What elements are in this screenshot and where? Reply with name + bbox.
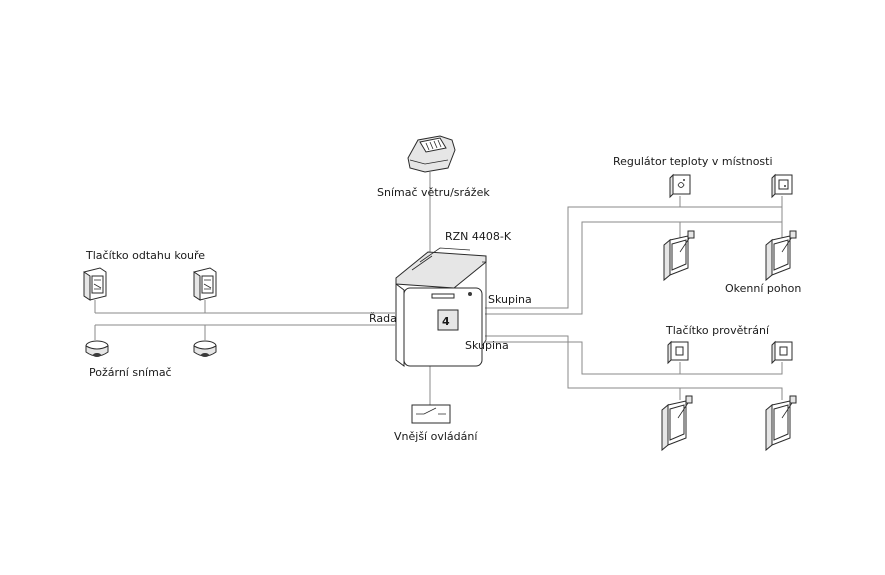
wires bbox=[94, 172, 783, 405]
fire-sensor-label: Požární snímač bbox=[89, 366, 172, 379]
ventilation-button-label: Tlačítko provětrání bbox=[665, 324, 770, 337]
temp-regulator-1-icon bbox=[669, 173, 691, 199]
window-drive-label: Okenní pohon bbox=[725, 282, 801, 295]
group-bottom-label: Skupina bbox=[465, 339, 509, 352]
wind-rain-sensor-icon bbox=[407, 135, 456, 173]
controller-label: RZN 4408-K bbox=[445, 230, 512, 243]
controller-logo: 4 bbox=[442, 315, 450, 328]
smoke-button-2-icon bbox=[193, 267, 217, 301]
bottom-group-wire-a bbox=[485, 335, 783, 400]
controller-unit bbox=[395, 247, 487, 367]
ventilation-button-1-icon bbox=[667, 340, 689, 365]
room-temp-regulator-label: Regulátor teploty v místnosti bbox=[613, 155, 773, 168]
window-drive-top-1-icon bbox=[663, 230, 695, 282]
temp-regulator-2-icon bbox=[771, 173, 793, 199]
fire-sensor-2-icon bbox=[193, 340, 217, 357]
ventilation-button-2-icon bbox=[771, 340, 793, 365]
window-drive-top-2-icon bbox=[765, 230, 797, 282]
top-group-wire-a bbox=[485, 206, 783, 309]
row-label: Řada bbox=[369, 312, 397, 325]
window-drive-bottom-1-icon bbox=[661, 395, 693, 452]
window-drive-bottom-2-icon bbox=[765, 395, 797, 452]
smoke-button-1-icon bbox=[83, 267, 107, 301]
top-group-wire-b bbox=[485, 221, 681, 315]
wind-rain-sensor-label: Snímač větru/srážek bbox=[377, 186, 490, 199]
fire-sensor-1-icon bbox=[85, 340, 109, 357]
external-control-icon bbox=[411, 404, 451, 424]
external-control-label: Vnější ovládání bbox=[394, 430, 478, 443]
bottom-group-wire-b bbox=[485, 341, 783, 375]
smoke-button-label: Tlačítko odtahu kouře bbox=[85, 249, 205, 262]
group-top-label: Skupina bbox=[488, 293, 532, 306]
